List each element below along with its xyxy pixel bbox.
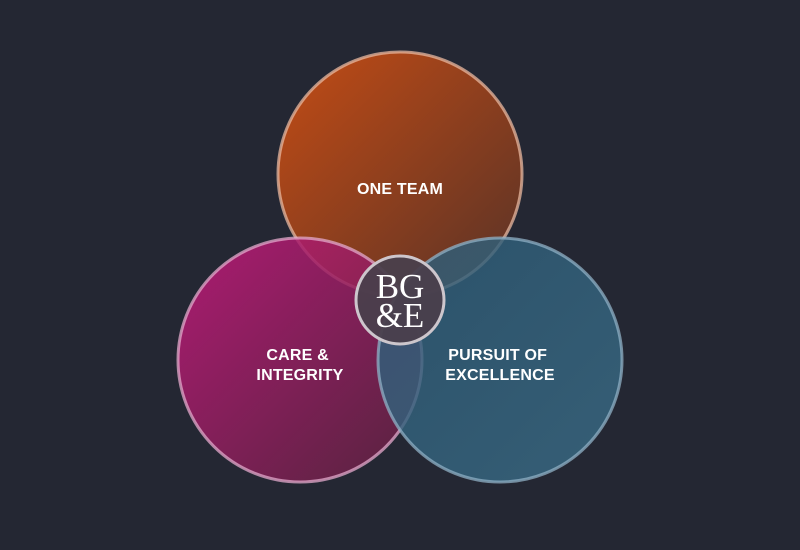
label-one-team: ONE TEAM	[357, 181, 443, 198]
bge-logo: BG &E	[354, 254, 446, 346]
logo-line-1: BG	[376, 267, 425, 306]
logo-badge	[354, 254, 446, 346]
label-pursuit-excellence: PURSUIT OF EXCELLENCE	[445, 347, 555, 384]
label-care-integrity: CARE & INTEGRITY	[256, 347, 343, 384]
logo-line-2: &E	[376, 296, 425, 335]
